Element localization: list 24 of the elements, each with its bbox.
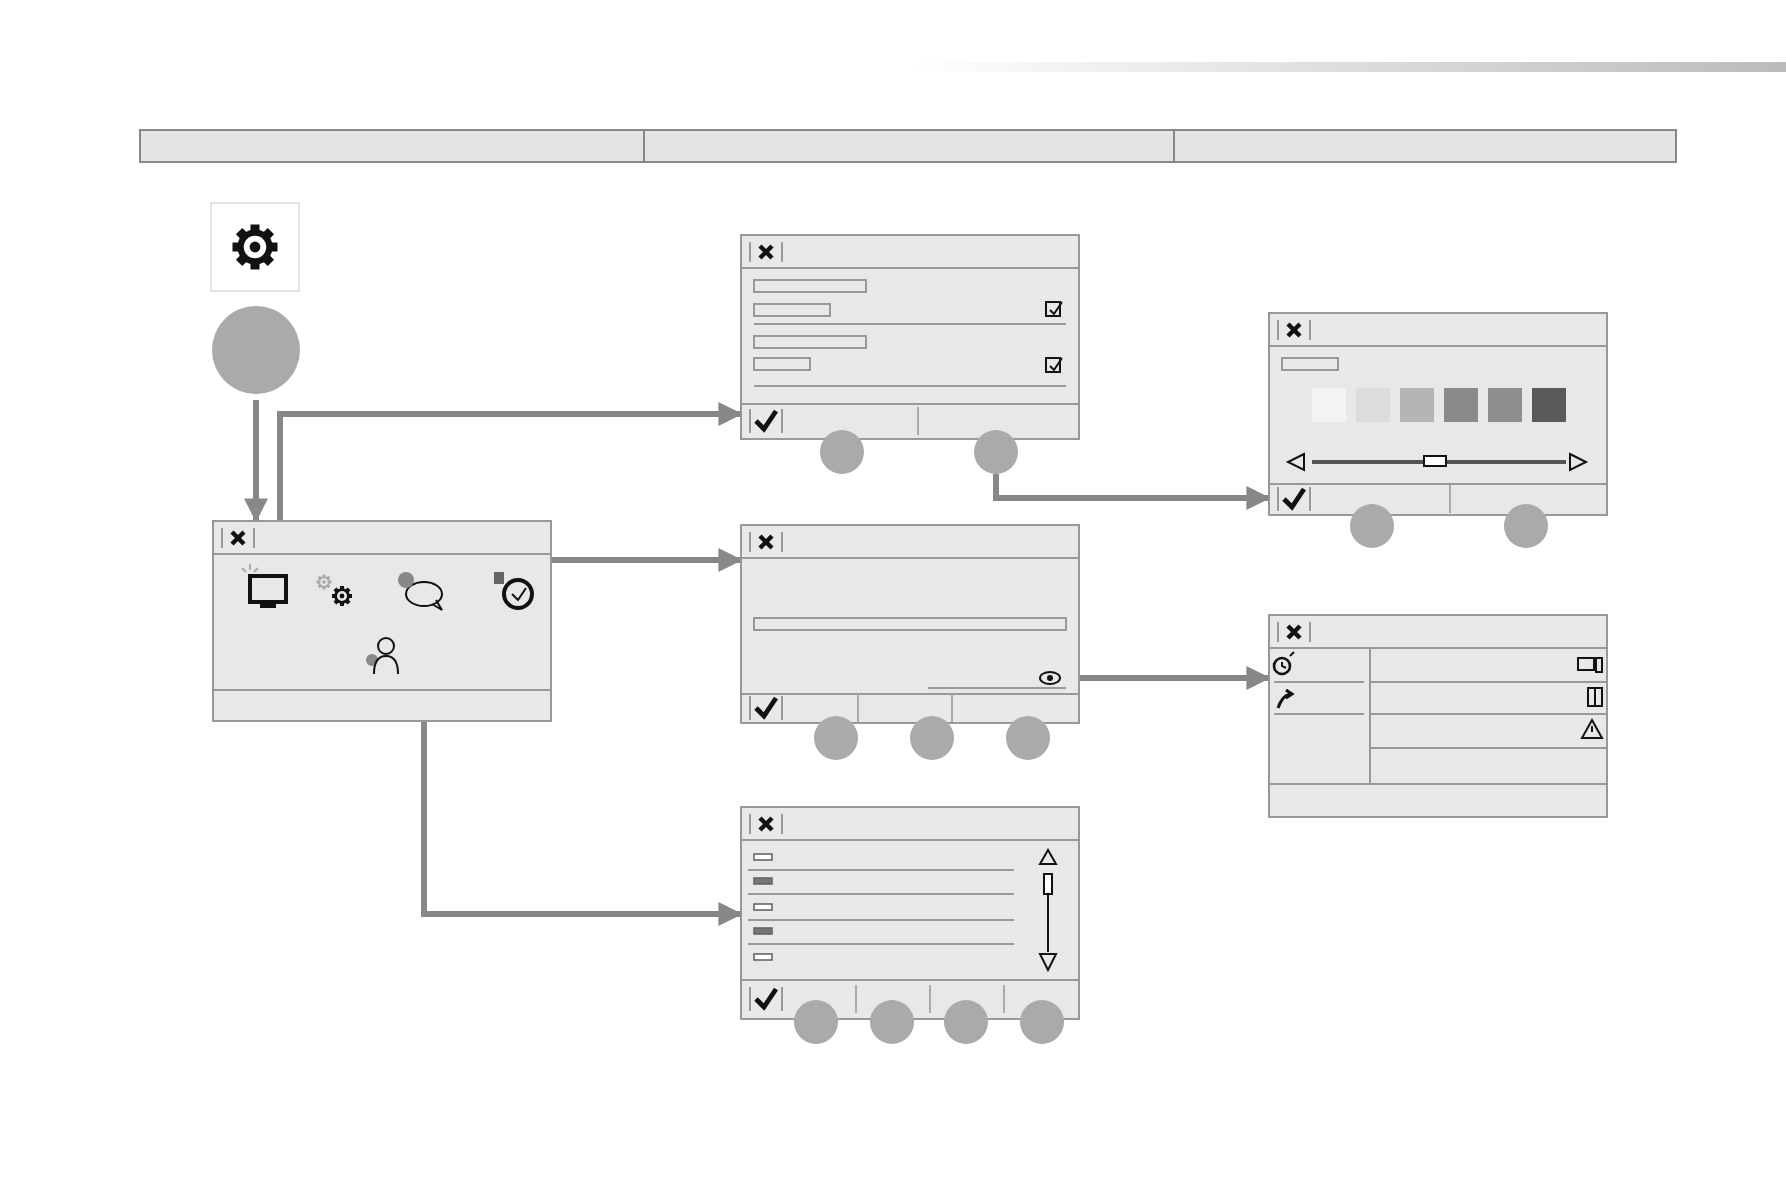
screen-panel [740,806,1080,1020]
screen-panel [1268,614,1608,818]
callout-circle [820,430,864,474]
callout-circle [794,1000,838,1044]
callout-circle [814,716,858,760]
connector-arrow [277,402,743,520]
callout-circle [1020,1000,1064,1044]
icon-tile [210,202,300,292]
callout-circle [1504,504,1548,548]
screen-panel [1268,312,1608,516]
callout-circle [1006,716,1050,760]
callout-circle [944,1000,988,1044]
callout-circle [212,306,300,394]
callout-circle [974,430,1018,474]
connector-arrow [244,400,268,523]
screen-panel [740,524,1080,724]
connector-arrow [1080,666,1271,690]
connector-arrow [421,722,743,926]
connector-arrow [552,548,743,572]
screen-panel [740,234,1080,440]
callout-circle [910,716,954,760]
connector-arrow [993,474,1271,510]
screen-panel [212,520,552,722]
callout-circle [1350,504,1394,548]
